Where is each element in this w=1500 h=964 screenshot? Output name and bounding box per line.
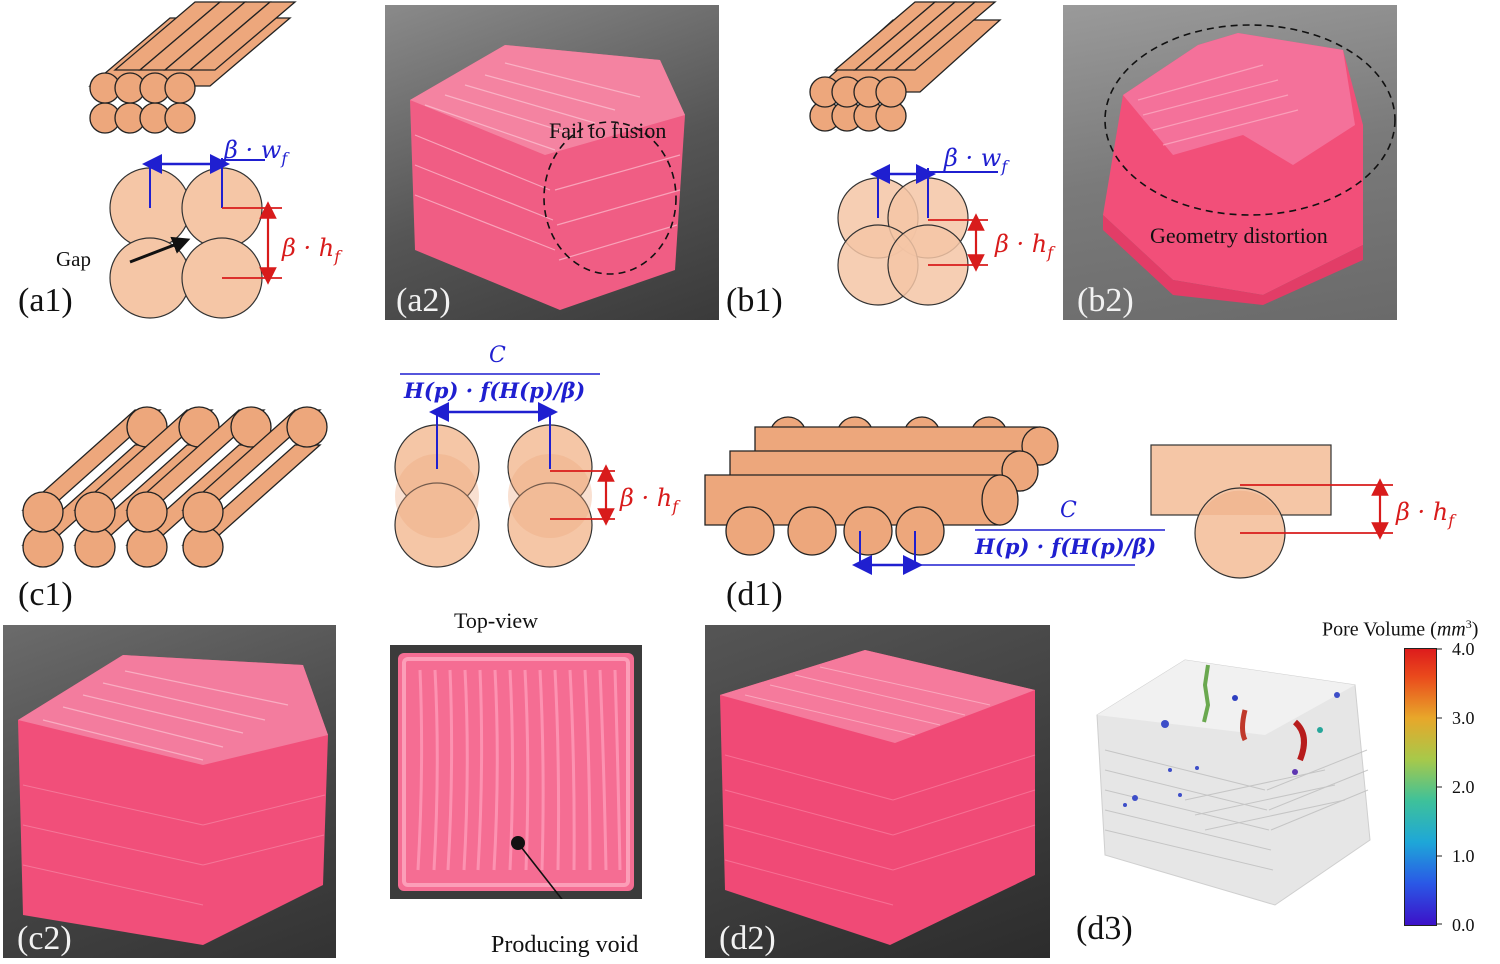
colorbar-tick: 2.0 <box>1452 777 1475 797</box>
colorbar-tick: 3.0 <box>1452 708 1475 728</box>
c1-beta-hf: β · hf <box>620 484 679 516</box>
b1-filament-bundle <box>809 1 1002 132</box>
colorbar-tick: 4.0 <box>1452 639 1475 659</box>
a2-photo <box>385 5 719 320</box>
d3-panel-label: (d3) <box>1076 910 1133 947</box>
c2-panel-label: (c2) <box>17 920 72 957</box>
d1-panel-label: (d1) <box>726 576 783 613</box>
d1-fraction-bar <box>975 529 1165 531</box>
b2-geometry-distortion: Geometry distortion <box>1150 223 1328 248</box>
d1-formula-denominator: H(p) · f(H(p)/β) <box>975 534 1157 559</box>
colorbar <box>1404 648 1437 926</box>
c1-formula-numerator: C <box>489 343 506 368</box>
b1-beta-wf: β · wf <box>944 144 1008 176</box>
d1-cross-section <box>1150 444 1393 579</box>
c1-filament-stack <box>21 406 328 568</box>
c1-panel-label: (c1) <box>18 576 73 613</box>
d2-photo <box>705 625 1050 958</box>
colorbar-title: Pore Volume (mm3) <box>1322 617 1479 641</box>
top-view-photo <box>390 645 642 899</box>
d3-ct-render <box>1096 659 1371 906</box>
d1-beta-hf: β · hf <box>1396 498 1455 530</box>
c2-photo <box>3 625 336 958</box>
b1-panel-label: (b1) <box>726 282 783 319</box>
colorbar-tick-marks <box>1436 648 1442 925</box>
a1-filament-bundle <box>88 1 297 134</box>
a1-cross-section <box>109 154 282 319</box>
c1-cross-section <box>394 402 615 568</box>
a1-panel-label: (a1) <box>18 282 73 319</box>
a1-gap-label: Gap <box>56 247 91 271</box>
producing-void-label: Producing void <box>491 932 639 958</box>
d1-filament-stack <box>704 416 1135 575</box>
top-view-title: Top-view <box>454 608 538 633</box>
a1-beta-hf: β · hf <box>282 234 341 266</box>
colorbar-tick: 0.0 <box>1452 915 1475 935</box>
d2-panel-label: (d2) <box>719 920 776 957</box>
d1-formula-numerator: C <box>1060 498 1077 523</box>
b2-photo <box>1063 5 1397 320</box>
a2-fail-to-fusion: Fail to fusion <box>549 118 667 143</box>
c1-formula-denominator: H(p) · f(H(p)/β) <box>404 378 586 403</box>
b1-cross-section <box>837 164 998 306</box>
a2-panel-label: (a2) <box>396 282 451 319</box>
c1-fraction-bar <box>400 373 600 375</box>
b1-beta-hf: β · hf <box>995 230 1054 262</box>
b2-panel-label: (b2) <box>1077 282 1134 319</box>
a1-beta-wf: β · wf <box>224 136 288 168</box>
colorbar-tick: 1.0 <box>1452 846 1475 866</box>
